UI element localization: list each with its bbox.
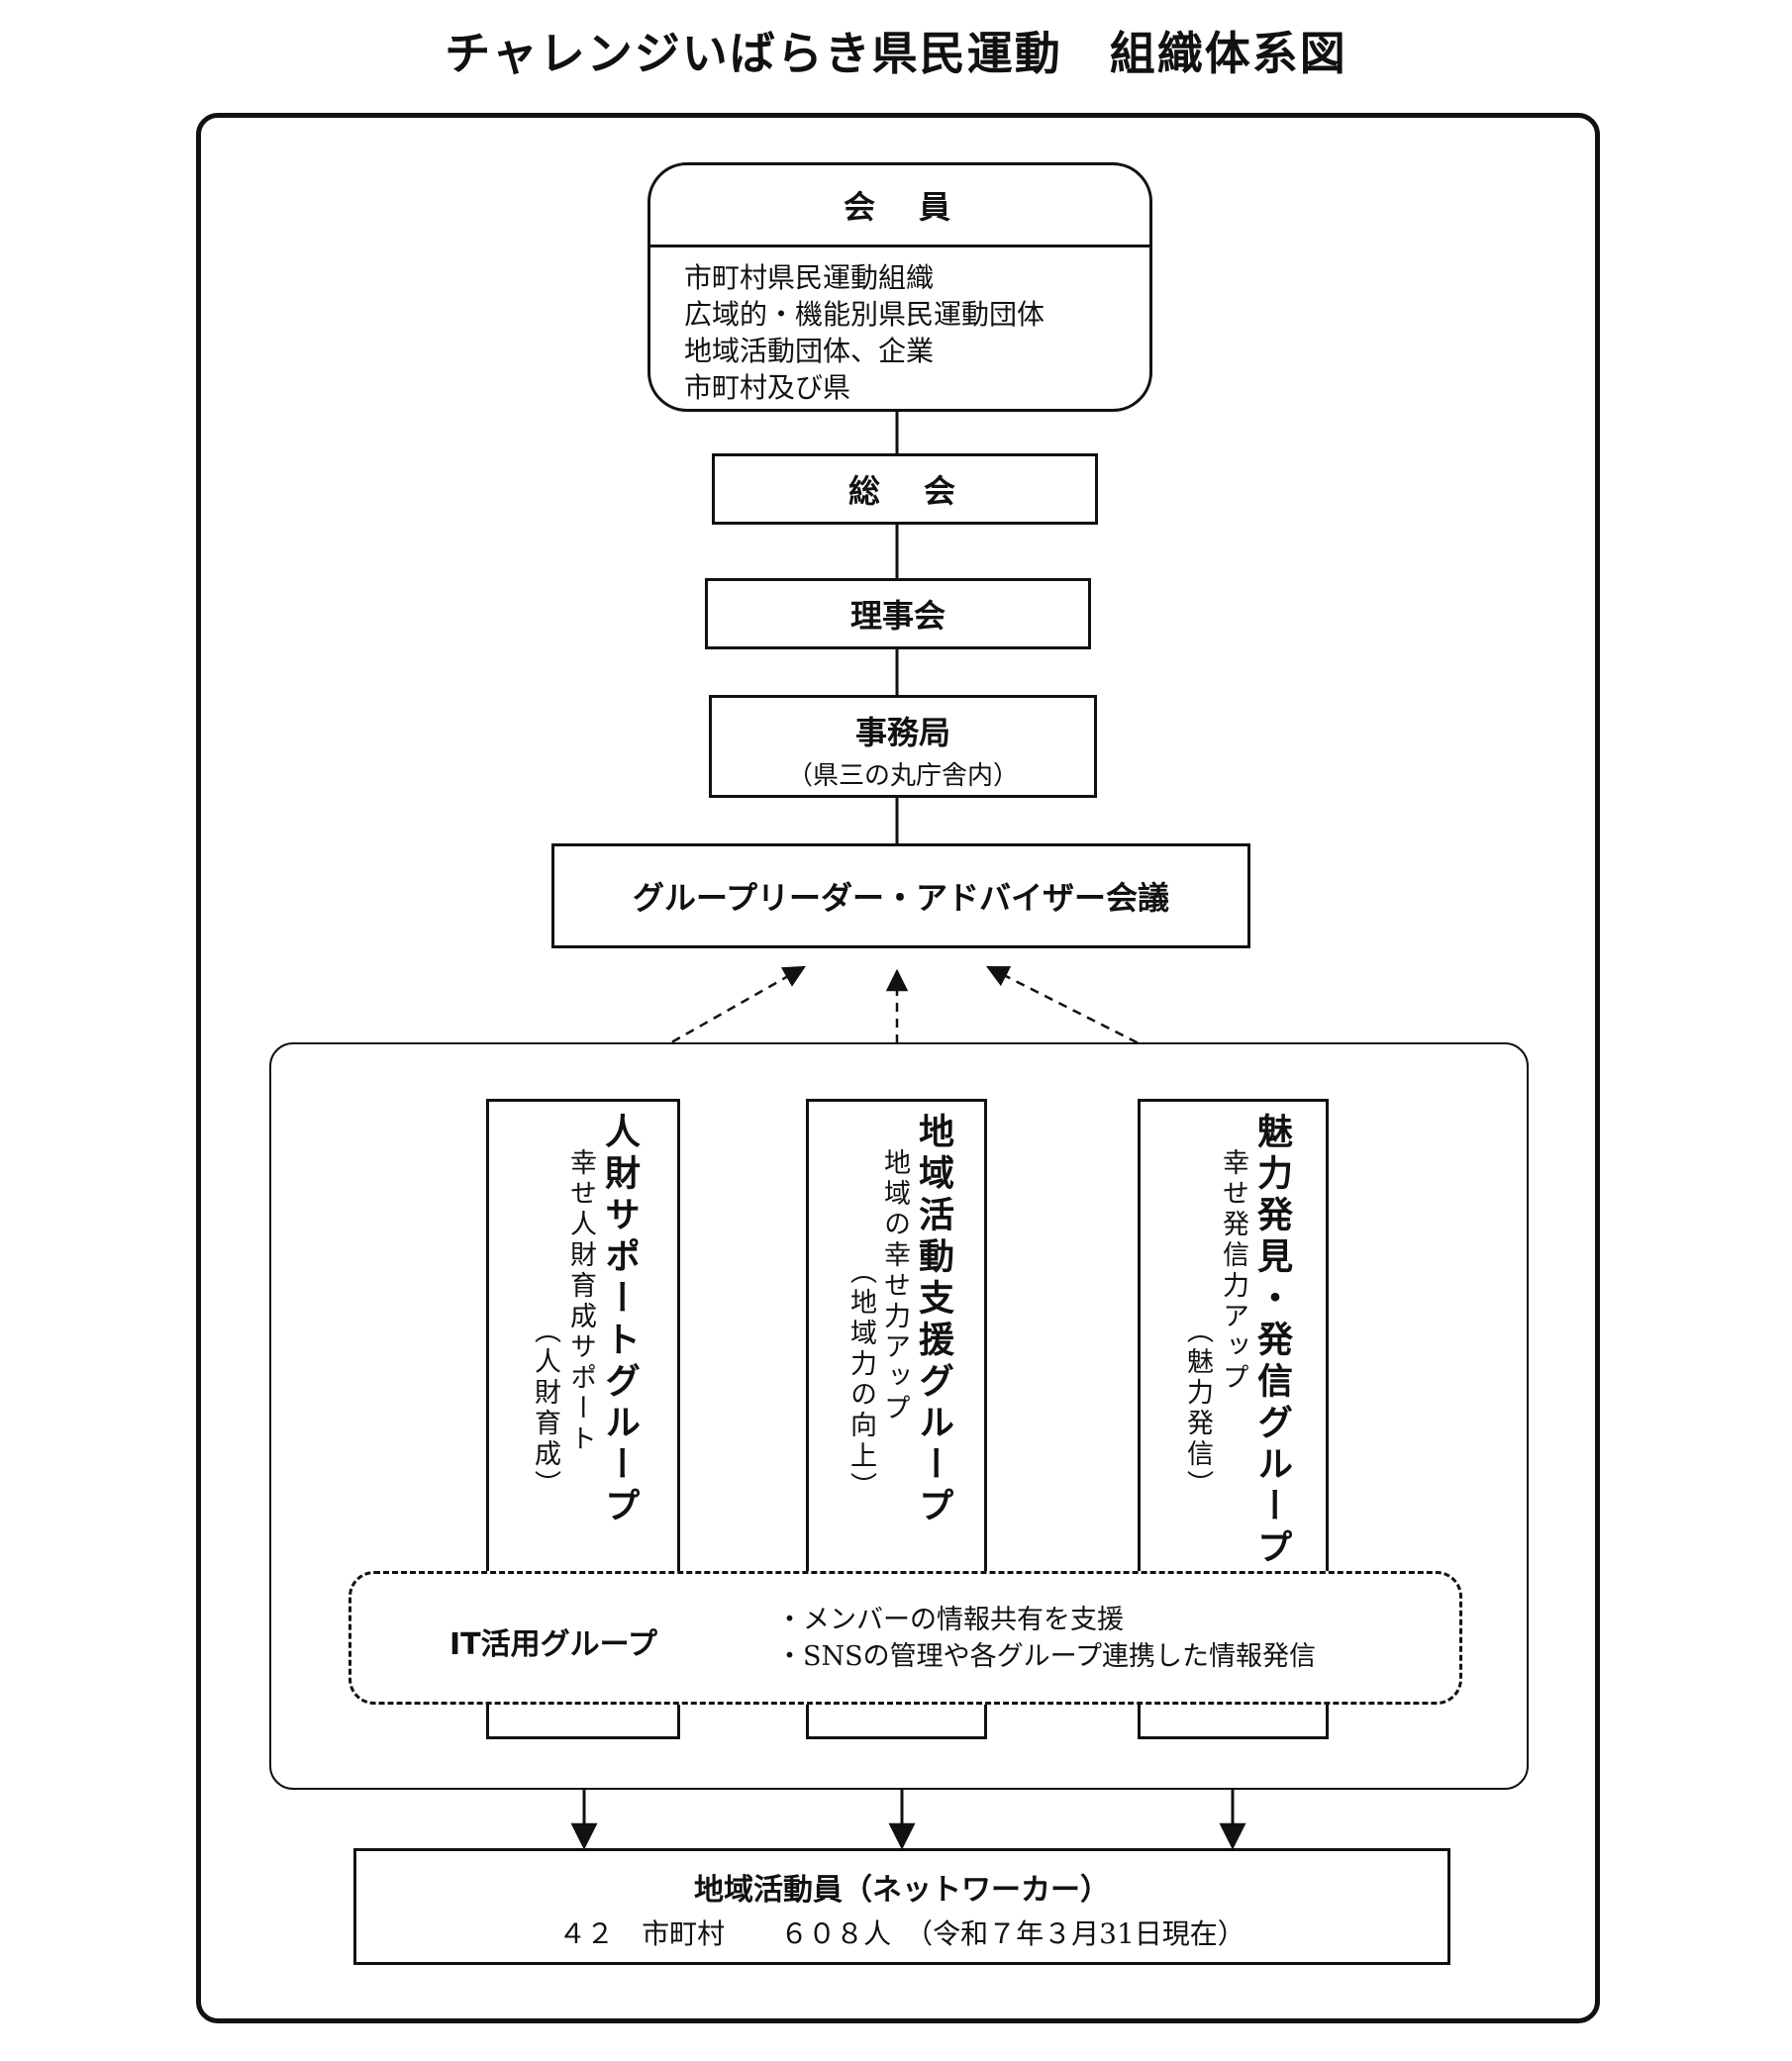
diagram-title: チャレンジいばらき県民運動 組織体系図 — [445, 27, 1347, 80]
networkers-label: 地域活動員（ネットワーカー） — [694, 1873, 1110, 1908]
group-subtitle: 幸せ人財育成サポート — [565, 1148, 596, 1455]
outer-frame — [196, 113, 1600, 2023]
it-group-box — [348, 1571, 1462, 1705]
board-box: 理事会 — [705, 578, 1091, 649]
it-group-item: ・SNSの管理や各グループ連携した情報発信 — [776, 1641, 1316, 1672]
group-subtitle: 地域の幸せ力アップ — [879, 1148, 910, 1424]
it-group-item: ・メンバーの情報共有を支援 — [776, 1605, 1124, 1635]
group-name: 人財サポートグループ — [599, 1113, 640, 1528]
group-note: （人財育成） — [530, 1317, 560, 1501]
group-subtitle: 幸せ発信力アップ — [1218, 1148, 1248, 1394]
members-list: 市町村県民運動組織 広域的・機能別県民運動団体 地域活動団体、企業 市町村及び県 — [650, 247, 1149, 406]
networkers-box: 地域活動員（ネットワーカー） ４２ 市町村 ６０８人 （令和７年３月31日現在） — [353, 1848, 1450, 1965]
members-item: 地域活動団体、企業 — [684, 335, 935, 367]
group-note: （魅力発信） — [1182, 1317, 1213, 1501]
group-name: 地域活動支援グループ — [913, 1113, 953, 1528]
general-meeting-box: 総 会 — [712, 453, 1098, 525]
members-box: 会 員 市町村県民運動組織 広域的・機能別県民運動団体 地域活動団体、企業 市町… — [647, 162, 1152, 412]
group-note: （地域力の向上） — [846, 1257, 876, 1503]
members-item: 広域的・機能別県民運動団体 — [684, 298, 1045, 331]
members-item: 市町村及び県 — [684, 371, 851, 404]
secretariat-box: 事務局 （県三の丸庁舎内） — [709, 695, 1097, 798]
it-group-items: ・メンバーの情報共有を支援 ・SNSの管理や各グループ連携した情報発信 — [776, 1602, 1316, 1675]
networkers-stats: ４２ 市町村 ６０８人 （令和７年３月31日現在） — [558, 1917, 1245, 1950]
secretariat-label: 事務局 — [854, 714, 950, 751]
secretariat-location: （県三の丸庁舎内） — [786, 761, 1019, 791]
members-heading: 会 員 — [650, 165, 1149, 247]
leader-adviser-meeting-box: グループリーダー・アドバイザー会議 — [551, 843, 1250, 948]
it-group-name: IT活用グループ — [449, 1627, 657, 1662]
group-name: 魅力発見・発信グループ — [1251, 1113, 1292, 1570]
members-item: 市町村県民運動組織 — [684, 261, 935, 294]
